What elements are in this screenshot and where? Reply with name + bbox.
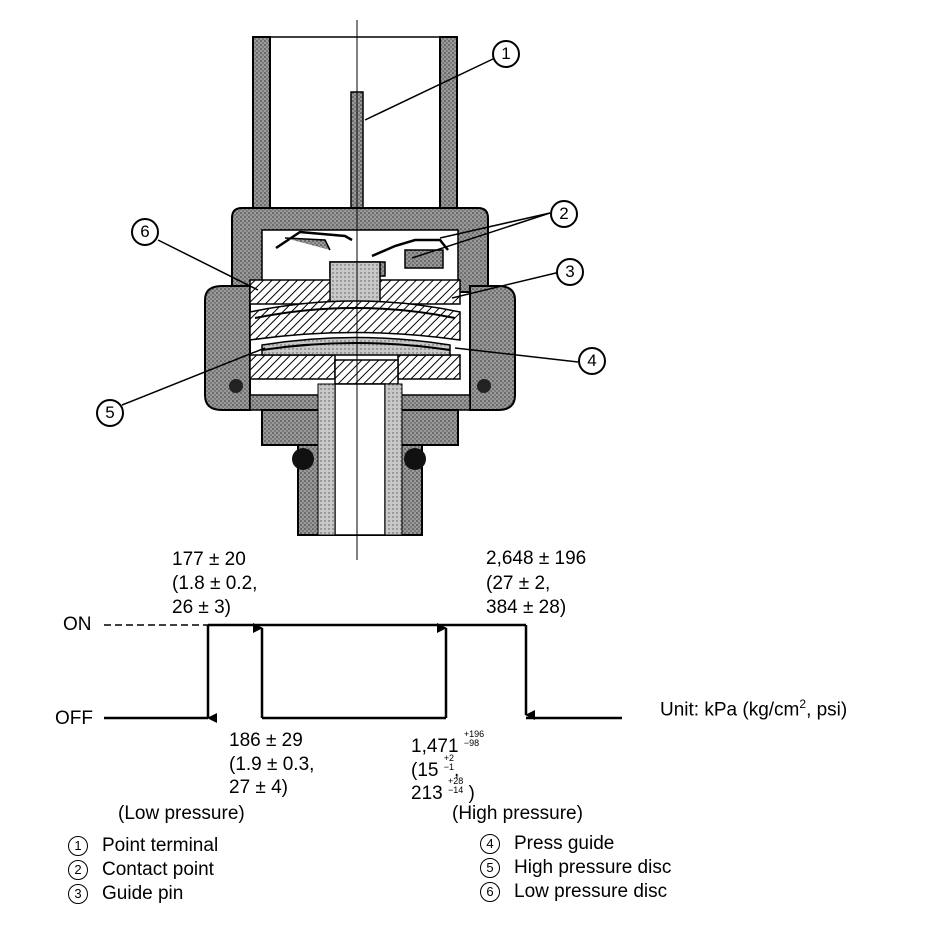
on-off-graph [104,623,622,723]
guide-pin-assembly [249,261,461,385]
callout-3: 3 [556,258,584,286]
o-ring-left [292,448,314,470]
callout-4: 4 [578,347,606,375]
pressure-discs [249,300,461,356]
graph-trace [104,623,622,723]
off-label: OFF [55,708,93,729]
callout-2: 2 [550,200,578,228]
unit-label: Unit: kPa (kg/cm2, psi) [660,697,848,721]
on-label: ON [63,614,92,635]
low-pressure-caption: (Low pressure) [118,803,245,824]
callout-5: 5 [96,399,124,427]
connector-housing [252,36,458,213]
o-ring-right [404,448,426,470]
pressure-switch-cross-section [121,20,579,560]
callout-1: 1 [492,40,520,68]
high-pressure-caption: (High pressure) [452,803,583,824]
pressure-inlet [292,383,426,536]
callout-6: 6 [131,218,159,246]
leader-lines [121,57,579,406]
